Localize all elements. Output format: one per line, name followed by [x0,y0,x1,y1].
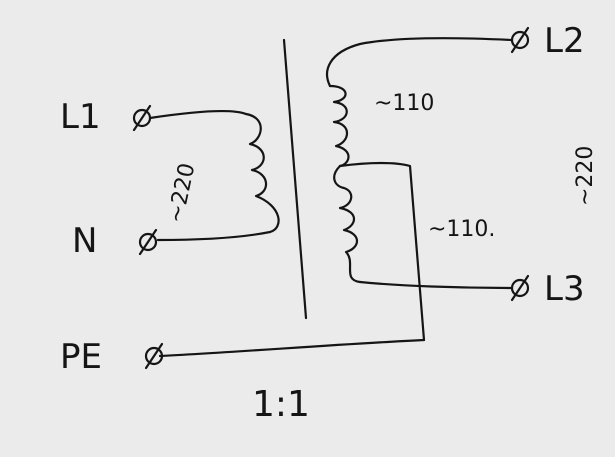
label-pe: PE [60,337,102,377]
secondary-wire-l3 [358,280,514,290]
label-l1: L1 [60,97,101,137]
terminal-l1-symbol [132,104,152,132]
turns-ratio-label: 1:1 [252,384,310,425]
pe-wire [158,338,426,358]
terminal-l2-symbol [510,26,530,54]
primary-wire-bottom [156,230,272,242]
label-l3: L3 [544,269,585,309]
terminal-pe-symbol [144,342,164,370]
label-l2: L2 [544,21,585,61]
primary-winding [244,112,280,234]
primary-wire-top [148,109,248,120]
primary-voltage-label: ~220 [163,161,200,225]
center-tap-wire [338,161,426,342]
secondary-winding-lower [333,164,362,284]
transformer-core-line [282,38,308,320]
terminal-l3-symbol [510,274,530,302]
label-n: N [72,221,97,261]
secondary-total-voltage-label: ~220 [573,146,598,206]
secondary-winding-upper [328,84,350,168]
secondary-wire-l2 [326,37,514,88]
secondary-upper-voltage-label: ~110 [374,91,434,116]
secondary-lower-voltage-label: ~110. [428,217,495,242]
terminal-n-symbol [138,228,158,256]
